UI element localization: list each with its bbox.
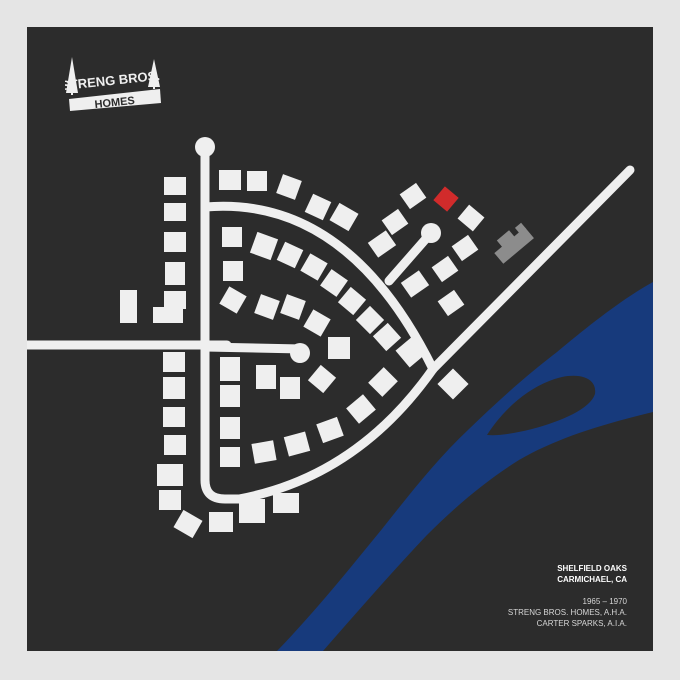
- highlighted-lot: [433, 186, 459, 212]
- lot: [220, 417, 240, 439]
- city-name: CARMICHAEL, CA: [557, 575, 627, 584]
- neighborhood-info: SHELFIELD OAKS CARMICHAEL, CA 1965 – 197…: [508, 563, 627, 629]
- cul-de-sacs: [195, 137, 441, 363]
- lot: [219, 170, 241, 190]
- lot: [157, 464, 183, 486]
- north-south-street: [200, 142, 244, 504]
- lot: [431, 255, 459, 283]
- pine-tree-icon: [66, 57, 78, 95]
- lot: [283, 431, 311, 457]
- lot: [280, 294, 306, 320]
- lot: [163, 352, 185, 372]
- north-cul-de-sac: [195, 137, 215, 157]
- lot: [304, 193, 332, 221]
- lot: [163, 377, 185, 399]
- architect-credit: CARTER SPARKS, A.I.A.: [536, 619, 627, 628]
- lot: [251, 440, 277, 464]
- lot: [163, 407, 185, 427]
- lot: [451, 234, 479, 262]
- lot: [164, 203, 186, 221]
- builder-credit: STRENG BROS. HOMES, A.H.A.: [507, 608, 627, 617]
- lot: [247, 171, 267, 191]
- svg-text:HOMES: HOMES: [94, 95, 135, 111]
- map-panel: STRENG BROS. HOMES SHELFIELD OAKS CARMIC…: [27, 27, 653, 651]
- lot: [367, 230, 397, 258]
- lot: [164, 435, 186, 455]
- neighborhood-name: SHELFIELD OAKS: [557, 564, 627, 573]
- lot: [372, 322, 402, 352]
- lower-curve-street: [234, 364, 438, 504]
- lot: [159, 490, 181, 510]
- lot: [276, 241, 304, 269]
- diagonal-road: [428, 165, 635, 374]
- upper-curve-street: [200, 201, 438, 374]
- lot: [220, 357, 240, 381]
- lot: [381, 208, 409, 236]
- lot: [399, 182, 427, 210]
- lot: [173, 509, 203, 539]
- lot: [165, 262, 185, 285]
- lot: [239, 499, 265, 523]
- lot: [437, 289, 465, 317]
- lot: [303, 309, 331, 337]
- west-cul-de-sac-street: [200, 342, 307, 354]
- lot: [273, 493, 299, 513]
- lot: [164, 291, 186, 309]
- lot: [223, 261, 243, 281]
- lot: [153, 307, 183, 323]
- build-years: 1965 – 1970: [582, 597, 628, 606]
- lot: [355, 305, 385, 335]
- roads: [27, 142, 635, 504]
- commercial-building: [494, 222, 534, 264]
- lot: [307, 364, 337, 394]
- site-map: [27, 137, 653, 651]
- svg-text:STRENG BROS.: STRENG BROS.: [65, 68, 161, 93]
- east-cul-de-sac-street: [384, 228, 436, 286]
- lot: [120, 290, 137, 323]
- lot: [437, 368, 469, 400]
- lot: [280, 377, 300, 399]
- lot: [222, 227, 242, 247]
- lot: [219, 286, 247, 314]
- lot: [209, 512, 233, 532]
- east-cul-de-sac: [421, 223, 441, 243]
- lot: [316, 416, 344, 444]
- lot: [220, 385, 240, 407]
- lot: [400, 270, 430, 298]
- lot: [164, 177, 186, 195]
- lot: [249, 231, 279, 261]
- lot: [329, 202, 359, 232]
- lot: [220, 447, 240, 467]
- logo-mark: STRENG BROS. HOMES: [65, 57, 161, 111]
- lot: [395, 336, 427, 368]
- lot: [164, 232, 186, 252]
- home-lots: [120, 170, 485, 539]
- pine-tree-icon: [148, 59, 160, 89]
- lot: [320, 269, 348, 297]
- lot: [276, 174, 302, 200]
- west-cul-de-sac: [290, 343, 310, 363]
- lot: [256, 365, 276, 389]
- lot: [457, 204, 485, 232]
- river: [277, 282, 653, 651]
- lot: [346, 394, 376, 424]
- lot: [300, 253, 328, 281]
- lot: [254, 294, 280, 320]
- lot: [337, 286, 367, 316]
- lot: [368, 367, 398, 397]
- lot: [328, 337, 350, 359]
